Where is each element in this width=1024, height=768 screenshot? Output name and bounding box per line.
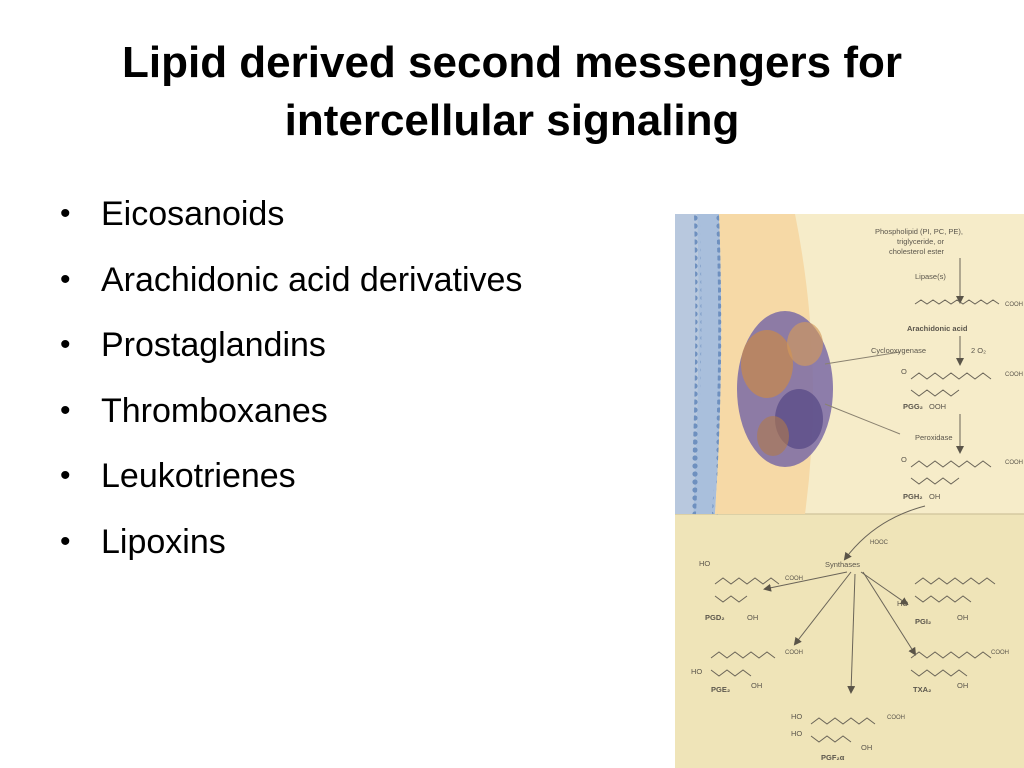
label-pge2: PGE₂ — [711, 685, 730, 694]
label-peroxidase: Peroxidase — [915, 433, 953, 442]
arrow-to-pgf2a — [847, 573, 856, 694]
label-ho-4: HO — [791, 712, 802, 721]
bullet-item-prostaglandins: Prostaglandins — [60, 319, 522, 385]
label-cooh-6: COOH — [991, 650, 1009, 656]
cyclooxygenase-enzyme — [737, 311, 833, 467]
enzyme-pointer-peroxidase — [824, 403, 901, 435]
label-o-2: O — [901, 455, 907, 464]
label-ooh: OOH — [929, 402, 946, 411]
label-oh-3: OH — [957, 613, 968, 622]
chain-pgi2 — [914, 577, 996, 603]
label-pgf2a: PGF₂α — [821, 753, 845, 762]
chain-pgg2 — [910, 372, 992, 397]
chain-pgh2 — [910, 460, 992, 485]
label-arachidonic-acid: Arachidonic acid — [907, 324, 968, 333]
bullet-item-arachidonic: Arachidonic acid derivatives — [60, 254, 522, 320]
label-cooh-1: COOH — [1005, 302, 1023, 308]
title-line-1: Lipid derived second messengers for — [121, 38, 902, 87]
label-pgi2: PGI₂ — [915, 617, 931, 626]
arrow-to-pgi2 — [860, 571, 909, 606]
label-pgg2: PGG₂ — [903, 402, 923, 411]
label-txa2: TXA₂ — [913, 685, 931, 694]
label-2o2: 2 O₂ — [971, 346, 986, 355]
chain-txa2 — [910, 651, 992, 677]
label-lipase: Lipase(s) — [915, 272, 946, 281]
label-cooh-3: COOH — [1005, 460, 1023, 466]
extracellular-space — [675, 214, 699, 514]
label-oh-4: OH — [751, 681, 762, 690]
label-source-3: cholesterol ester — [889, 247, 945, 256]
bullet-list: Eicosanoids Arachidonic acid derivatives… — [60, 188, 522, 581]
label-ho-5: HO — [791, 729, 802, 738]
bullet-item-eicosanoids: Eicosanoids — [60, 188, 522, 254]
label-hooc: HOOC — [870, 540, 889, 546]
label-oh-1: OH — [929, 492, 940, 501]
label-synthases: Synthases — [825, 560, 860, 569]
label-source-2: triglyceride, or — [897, 237, 945, 246]
chain-pge2 — [710, 651, 776, 677]
chain-pgd2 — [714, 577, 780, 603]
arrow-to-synthases — [843, 505, 926, 561]
membrane-outer-leaflet — [690, 214, 702, 515]
title-line-2: intercellular signaling — [284, 96, 740, 145]
bullet-item-lipoxins: Lipoxins — [60, 516, 522, 582]
label-pgd2: PGD₂ — [705, 613, 725, 622]
chain-arachidonic — [914, 299, 1000, 305]
label-ho-3: HO — [691, 667, 702, 676]
label-cyclooxygenase: Cyclooxygenase — [871, 346, 926, 355]
label-oh-6: OH — [861, 743, 872, 752]
label-cooh-4: COOH — [785, 576, 803, 582]
lower-panel — [675, 514, 1024, 768]
chain-pgf2a — [810, 717, 876, 743]
slide-title: Lipid derived second messengers for inte… — [0, 34, 1024, 150]
label-pgh2: PGH₂ — [903, 492, 923, 501]
label-cooh-2: COOH — [1005, 372, 1023, 378]
pathway-diagram: Phospholipid (PI, PC, PE), triglyceride,… — [675, 214, 1024, 768]
bullet-item-thromboxanes: Thromboxanes — [60, 385, 522, 451]
enzyme-pointer-cox — [824, 351, 901, 365]
label-cooh-7: COOH — [887, 715, 905, 721]
label-oh-5: OH — [957, 681, 968, 690]
label-ho-1: HO — [699, 559, 710, 568]
label-o-1: O — [901, 367, 907, 376]
label-source-1: Phospholipid (PI, PC, PE), — [875, 227, 963, 236]
label-cooh-5: COOH — [785, 650, 803, 656]
arrow-to-txa2 — [862, 571, 917, 656]
arrow-to-pge2 — [793, 571, 852, 646]
label-oh-2: OH — [747, 613, 758, 622]
eicosanoid-pathway-figure: Phospholipid (PI, PC, PE), triglyceride,… — [675, 214, 1024, 768]
bullet-item-leukotrienes: Leukotrienes — [60, 450, 522, 516]
arrow-to-pgd2 — [763, 571, 848, 592]
